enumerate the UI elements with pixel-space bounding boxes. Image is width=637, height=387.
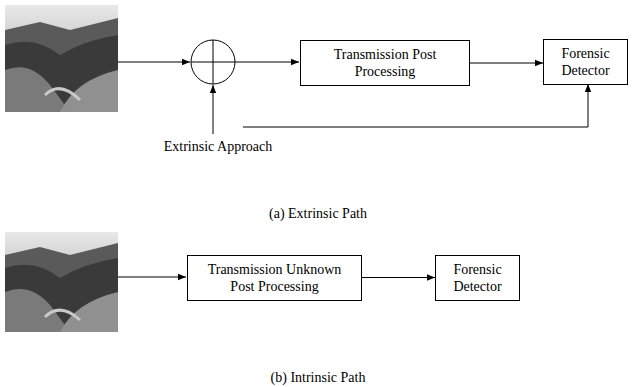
signal-arrow — [118, 62, 190, 63]
signal-arrow — [118, 277, 186, 278]
box-text: Forensic Detector — [550, 45, 621, 79]
flow-arrow — [470, 63, 543, 64]
box-text: Transmission Unknown Post Processing — [194, 261, 355, 295]
subfigure-caption: (b) Intrinsic Path — [269, 369, 368, 386]
process-box: Forensic Detector — [543, 39, 628, 85]
process-box: Forensic Detector — [435, 255, 520, 301]
landscape-photo — [5, 5, 118, 112]
subfigure-caption: (a) Extrinsic Path — [267, 205, 369, 222]
landscape-photo — [5, 232, 118, 332]
box-text: Forensic Detector — [442, 261, 513, 295]
flow-arrow — [362, 277, 435, 278]
box-text: Transmission Post Processing — [307, 46, 463, 80]
bypass-arrow — [243, 84, 588, 127]
adder-symbol — [191, 40, 235, 84]
input-label: Extrinsic Approach — [162, 138, 274, 155]
process-box: Transmission Unknown Post Processing — [187, 255, 362, 301]
process-box: Transmission Post Processing — [300, 40, 470, 86]
signal-arrow — [213, 85, 214, 134]
signal-arrow — [235, 62, 299, 63]
